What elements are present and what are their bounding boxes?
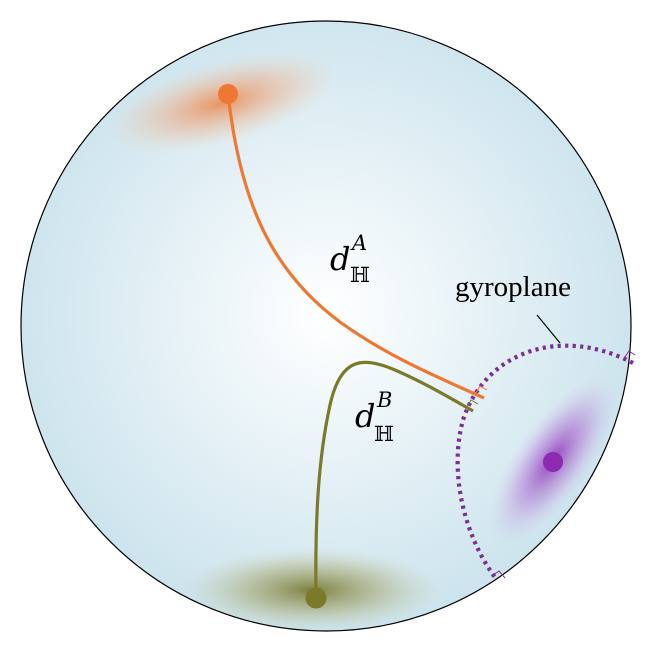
distance-a-subscript: ℍ [350,263,370,287]
distance-a-symbol: d [330,240,350,278]
right-angle-marker-bottom [491,570,506,579]
distance-b-symbol: d [355,397,375,435]
point-a [218,84,238,104]
distance-b-superscript: B [376,388,392,412]
right-angle-marker-top [624,350,636,358]
gyroplane-leader-line [536,314,561,344]
gyroplane-label: gyroplane [455,271,571,303]
distance-b-label: d B ℍ [355,388,394,446]
distance-b-subscript: ℍ [374,422,394,446]
right-angle-marker-a [475,385,488,394]
orange-distribution-blob [105,51,339,155]
point-b [305,587,327,609]
right-angle-marker-b [466,399,479,408]
distance-a-label: d A ℍ [330,231,370,287]
geodesic-a [226,93,485,400]
poincare-disk [21,21,631,631]
disk-boundary [20,20,632,632]
gyroplane-point [543,452,563,472]
distance-a-superscript: A [350,231,367,255]
geodesic-b [314,360,474,599]
